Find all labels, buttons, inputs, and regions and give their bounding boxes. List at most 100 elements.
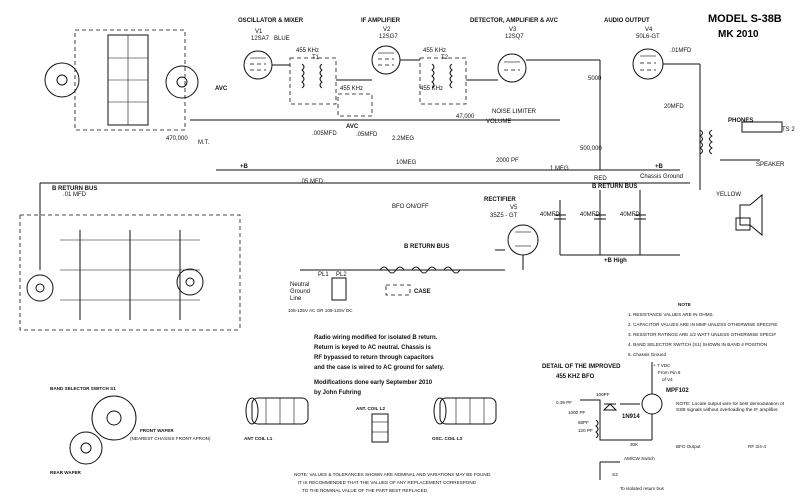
stage-osc-mixer: OSCILLATOR & MIXER — [238, 18, 304, 24]
speaker-label: SPEAKER — [756, 162, 785, 168]
note-5: 5. Chassis Ground — [628, 352, 666, 357]
ant-coil-l1-label: ANT COIL L1 — [244, 436, 273, 441]
wiring — [19, 59, 783, 331]
bfo-title-1: DETAIL OF THE IMPROVED — [542, 364, 621, 370]
tube-v5: V5 35Z5 - GT — [490, 205, 539, 256]
cap-01mfd-2: .01MFD — [670, 48, 692, 54]
b-return-bus-3: B RETURN BUS — [404, 244, 449, 250]
bfo-vdc: + 7 VDC — [653, 363, 671, 368]
mod-line-1: Radio wiring modified for isolated B ret… — [314, 335, 438, 341]
model-title: MODEL S-38B — [708, 13, 782, 25]
phones-label: PHONES — [728, 118, 753, 124]
cap-40mfd-3: 40MFD — [620, 212, 640, 218]
mod-line-3: RF bypassed to return through capacitors — [314, 355, 434, 361]
osc-coil-l3-drawing: OSC. COIL L3 — [432, 397, 497, 441]
b-plus-label-2: +B — [655, 164, 664, 170]
chassis-ground-label: Chassis Ground — [640, 174, 683, 180]
pl2-label: PL2 — [336, 272, 347, 278]
cap-005mfd: .005MFD — [312, 131, 337, 137]
tube-v4: V4 50L6-GT — [632, 27, 664, 80]
bfo-c3: 100PF — [596, 392, 610, 397]
osc-coil-l3-label: OSC. COIL L3 — [432, 436, 462, 441]
bfo-vdc-from: From Pin 8 — [658, 370, 681, 375]
mod-date-2: by John Fuhring — [314, 390, 361, 396]
footnote-3: TO THE NOMINAL VALUE OF THE PART BEST RE… — [302, 488, 428, 493]
t2-freq: 455 KHz — [423, 48, 446, 54]
ant-coil-l2-label: ANT. COIL L2 — [356, 406, 385, 411]
v4-ref: V4 — [645, 27, 653, 33]
cap-05mfd-2: .05MFD — [356, 132, 378, 138]
note-1: 1. RESISTANCE VALUES ARE IN OHMS. — [628, 312, 714, 317]
v1-type: 12SA7 — [251, 36, 270, 42]
bfo-c5: 120 PF — [578, 428, 593, 433]
cap-40mfd-1: 40MFD — [540, 212, 560, 218]
antenna-coil-bank — [44, 29, 199, 131]
front-wafer-label: FRONT WAFER — [140, 428, 174, 433]
stage-audio: AUDIO OUTPUT — [604, 18, 650, 24]
note-3: 3. RESISTOR RATINGS ARE 1/2 WATT UNLESS … — [628, 332, 776, 337]
tube-v3: V3 12SQ7 — [497, 27, 527, 83]
mod-line-2: Return is keyed to AC neutral. Chassis i… — [314, 345, 431, 351]
volume-label: VOLUME — [486, 119, 511, 125]
bfo-s3: S3 — [612, 472, 618, 477]
footnote: NOTE: VALUES & TOLERANCES SHOWN ARE NOMI… — [294, 472, 491, 493]
front-wafer-sub: (NEAREST CHASSIS FRONT APRON) — [130, 436, 211, 441]
v2-type: 12SG7 — [379, 34, 398, 40]
noise-limiter-label: NOISE LIMITER — [492, 109, 537, 115]
bfo-mpf: MPF102 — [666, 388, 689, 394]
red-label: RED — [594, 176, 607, 182]
res-500k: 500,000 — [580, 146, 602, 152]
pl1-label: PL1 — [318, 272, 329, 278]
ant-coil-l1-drawing: ANT COIL L1 — [244, 397, 309, 441]
line-label: Line — [290, 296, 302, 302]
ground-label: Ground — [290, 289, 310, 295]
bfo-c6: 30K — [630, 442, 639, 447]
bfo-to-return: To isolated return bus — [620, 486, 665, 491]
v1-ref: V1 — [255, 29, 263, 35]
notes-heading: NOTE — [678, 302, 691, 307]
tube-v2: V2 12SG7 — [371, 27, 401, 75]
b-return-bus-2: B RETURN BUS — [592, 184, 637, 190]
blue-wire-label: BLUE — [274, 36, 290, 42]
if-transformer-t1: 455 KHz T1 — [289, 48, 337, 105]
case-label: CASE — [414, 289, 431, 295]
b-return-bus-1: B RETURN BUS — [52, 186, 97, 192]
bfo-onoff-label: BFO ON/OFF — [392, 204, 429, 210]
cap-01mfd: .01 MFD — [63, 192, 87, 198]
footnote-1: NOTE: VALUES & TOLERANCES SHOWN ARE NOMI… — [294, 472, 491, 477]
bfo-coil-freq: 455 KHz — [340, 86, 363, 92]
v4-type: 50L6-GT — [636, 34, 660, 40]
bfo-c1: 0.39 PF — [556, 400, 572, 405]
mod-line-4: and the case is wired to AC ground for s… — [314, 365, 444, 371]
avc-label: AVC — [215, 86, 228, 92]
bfo-output-label: BFO Output — [676, 444, 701, 449]
rear-wafer-label: REAR WAFER — [50, 470, 82, 475]
notes-block: NOTE 1. RESISTANCE VALUES ARE IN OHMS. 2… — [628, 302, 778, 357]
yellow-label: YELLOW — [716, 192, 741, 198]
mod-date-1: Modifications done early September 2010 — [314, 380, 433, 386]
ts2-label: TS 2 — [782, 127, 795, 133]
bfo-note-fo: NOTE: Locate output wire for best demodu… — [676, 402, 784, 413]
note-4: 4. BAND SELECTOR SWITCH (S1) SHOWN IN BA… — [628, 342, 767, 347]
ant-coil-l2-drawing: ANT. COIL L2 — [356, 406, 389, 443]
power-plug: Neutral Ground Line PL1 PL2 105-125V AC … — [288, 272, 431, 313]
bfo-c4: 68PF — [578, 420, 589, 425]
modification-notes: Radio wiring modified for isolated B ret… — [314, 335, 444, 396]
footnote-2: IT IS RECOMMENDED THAT THE VALUES OF ANY… — [298, 480, 477, 485]
bfo-coil: 455 KHz — [337, 86, 373, 117]
mt-label: M.T. — [198, 140, 210, 146]
bfo-note: NOTE: Locate output wire for best demodu… — [676, 402, 784, 413]
bfo-vdc-of: of V4 — [662, 377, 673, 382]
res-1meg: 1 MEG — [550, 166, 569, 172]
t1-freq: 455 KHz — [296, 48, 319, 54]
bfo-am-cw: AM/CW Switch — [624, 456, 655, 461]
v5-type: 35Z5 - GT — [490, 213, 518, 219]
t1-ref: T1 — [312, 55, 320, 61]
stage-detector: DETECTOR, AMPLIFIER & AVC — [470, 18, 559, 24]
t2-ref: T2 — [441, 55, 449, 61]
res-470k: 470,000 — [166, 136, 188, 142]
avc-label-2: AVC — [346, 124, 359, 130]
v5-ref: V5 — [510, 205, 518, 211]
bfo-title-2: 455 KHZ BFO — [556, 374, 595, 380]
